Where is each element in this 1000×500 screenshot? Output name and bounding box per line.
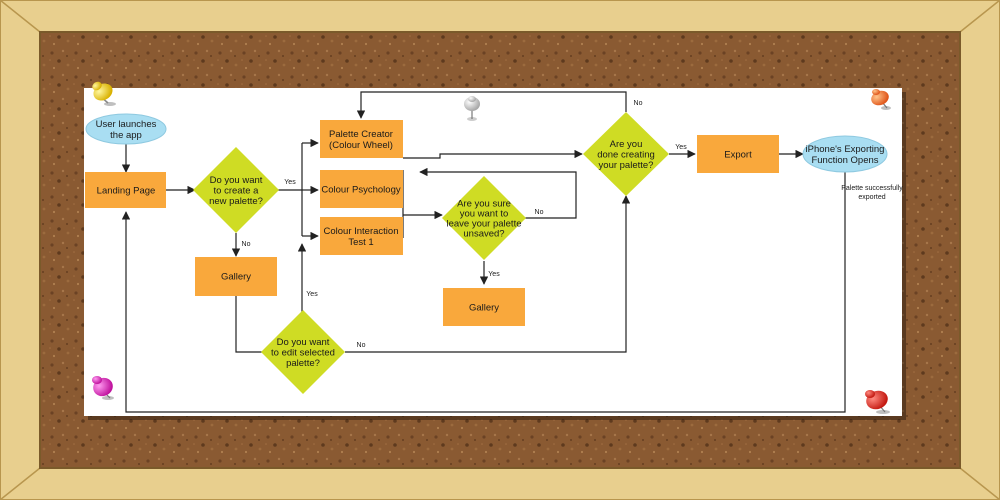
create-palette-decision [193, 147, 279, 233]
label-leave-yes: Yes [488, 271, 500, 278]
note-line-1: Palette successfully [841, 185, 903, 192]
export-label-line-1: Export [724, 149, 752, 160]
colour_test-label-line-2: Test 1 [348, 237, 373, 248]
export-label: Export [724, 149, 752, 160]
leave-unsaved-decision [442, 176, 526, 260]
q_edit-label-line-3: palette? [286, 358, 320, 369]
landing-label-line-1: Landing Page [97, 185, 156, 196]
landing-page-label: Landing Page [97, 185, 156, 196]
gallery-label-2: Gallery [469, 302, 499, 313]
edge-to-done-question [403, 149, 583, 159]
q_create-label-line-3: new palette? [209, 196, 263, 207]
iphone-label-line-1: iPhone's Exporting [806, 144, 885, 155]
colour_psych-label-line-1: Colour Psychology [321, 184, 400, 195]
q_leave-label-line-2: you want to [460, 208, 509, 219]
colour_test-label-line-1: Colour Interaction [324, 226, 399, 237]
gallery-box-1 [195, 257, 277, 296]
export-success-note: Palette successfully exported [841, 185, 903, 201]
q_create-label-line-2: to create a [214, 185, 260, 196]
gallery1-label-line-1: Gallery [221, 271, 251, 282]
done-creating-decision [583, 112, 669, 196]
start-label-line-1: User launches [96, 119, 157, 130]
pin-pink-icon [92, 376, 114, 400]
edge-return-to-landing [121, 172, 846, 413]
q_done-label-line-2: done creating [597, 149, 655, 160]
iphone-label-line-2: Function Opens [811, 155, 878, 166]
start-terminal [85, 113, 167, 145]
pin-yellow-icon [92, 81, 116, 106]
gallery2-label-line-1: Gallery [469, 302, 499, 313]
q_done-label-line-3: your palette? [599, 160, 654, 171]
colour-psychology-box [320, 170, 403, 208]
label-edit-yes: Yes [306, 291, 318, 298]
gallery-label-1: Gallery [221, 271, 251, 282]
iphone-export-terminal [802, 135, 888, 173]
palette_creator-label-line-1: Palette Creator [329, 129, 393, 140]
edit-palette-decision [261, 310, 345, 394]
colour-test-box [320, 217, 403, 255]
label-edit-no: No [357, 342, 366, 349]
landing-page-box [85, 172, 166, 208]
start-label-line-2: the app [110, 130, 142, 141]
note-line-2: exported [858, 194, 885, 201]
q_leave-label-line-4: unsaved? [463, 228, 504, 239]
label-leave-no: No [535, 209, 544, 216]
export-box [697, 135, 779, 173]
q_edit-label-line-2: to edit selected [271, 347, 335, 358]
colour-psychology-label: Colour Psychology [321, 184, 400, 195]
diagram-paper [84, 88, 902, 416]
palette_creator-label-line-2: (Colour Wheel) [329, 140, 393, 151]
pin-red-icon [865, 390, 890, 414]
palette-creator-box [320, 120, 403, 158]
palette-creator-label: Palette Creator(Colour Wheel) [329, 129, 393, 151]
pin-white-icon [464, 96, 480, 121]
q_edit-label-line-1: Do you want [277, 337, 330, 348]
q_leave-label-line-3: leave your palette [447, 218, 522, 229]
q_leave-label-line-1: Are you sure [457, 198, 511, 209]
label-done-no: No [634, 100, 643, 107]
edge-leave-no [419, 167, 577, 219]
label-create-no: No [242, 241, 251, 248]
edge-done-no [356, 91, 627, 119]
edge-labels: Yes No Yes No Yes No Yes No [242, 100, 688, 349]
pin-orange-icon [871, 89, 891, 110]
label-create-yes: Yes [284, 179, 296, 186]
edge-edit-no [345, 195, 631, 353]
gallery-box-2 [443, 288, 525, 326]
edge-gallery-to-edit [235, 296, 262, 353]
q_done-label-line-1: Are you [610, 139, 643, 150]
label-done-yes: Yes [675, 144, 687, 151]
q_create-label-line-1: Do you want [210, 175, 263, 186]
